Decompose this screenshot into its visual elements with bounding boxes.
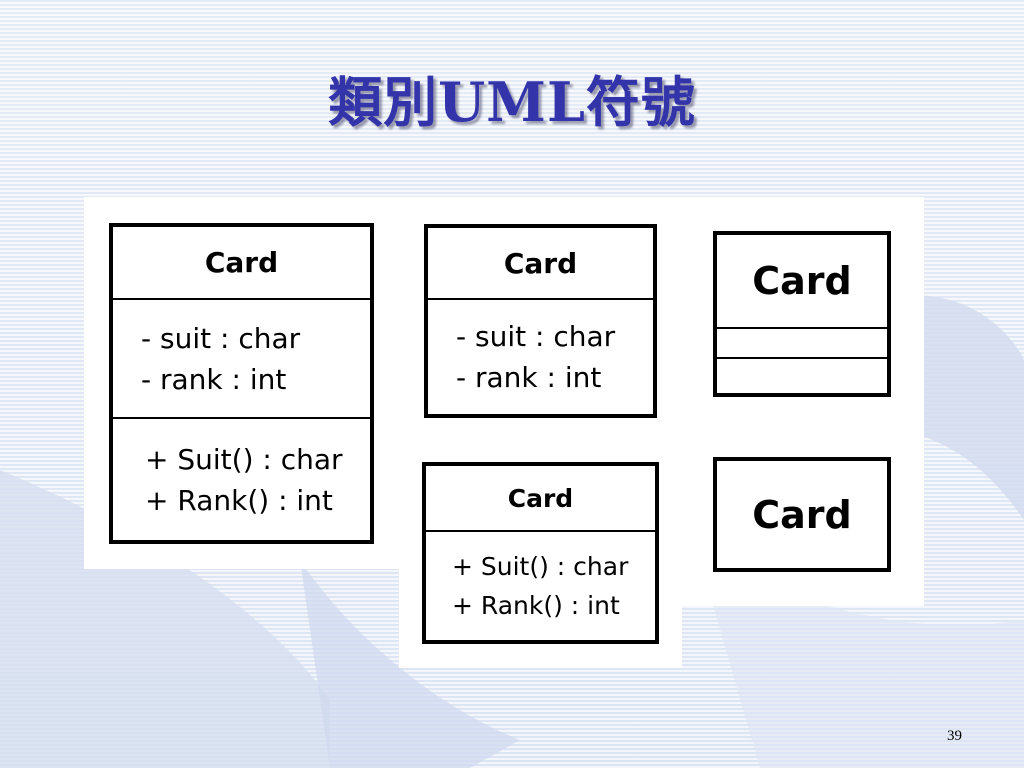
uml-class-operations-only: Card + Suit() : char + Rank() : int <box>422 462 659 644</box>
operation-suit: + Suit() : char <box>145 442 343 476</box>
operation-rank: + Rank() : int <box>145 483 333 517</box>
class-name: Card <box>204 246 279 279</box>
attribute-suit: - suit : char <box>141 321 301 355</box>
operation-rank: + Rank() : int <box>452 591 620 620</box>
class-name: Card <box>752 259 852 303</box>
operation-suit: + Suit() : char <box>452 552 629 581</box>
uml-class-empty-compartments: Card <box>713 231 891 397</box>
attribute-rank: - rank : int <box>141 362 287 396</box>
attribute-rank: - rank : int <box>456 361 602 394</box>
uml-class-full: Card - suit : char - rank : int + Suit()… <box>109 223 374 544</box>
uml-class-attributes-only: Card - suit : char - rank : int <box>424 224 657 418</box>
empty-operations-compartment <box>717 357 887 393</box>
page-number: 39 <box>947 728 962 744</box>
class-name: Card <box>507 483 574 513</box>
uml-class-name-only: Card <box>713 457 891 572</box>
slide-title: 類別UML符號 <box>328 70 696 134</box>
operations-compartment: + Suit() : char + Rank() : int <box>113 417 370 540</box>
attribute-suit: - suit : char <box>456 320 616 353</box>
class-name: Card <box>752 492 852 537</box>
attributes-compartment: - suit : char - rank : int <box>113 298 370 417</box>
attributes-compartment: - suit : char - rank : int <box>428 298 653 414</box>
empty-attributes-compartment <box>717 327 887 357</box>
class-name: Card <box>503 246 578 280</box>
operations-compartment: + Suit() : char + Rank() : int <box>426 530 655 640</box>
